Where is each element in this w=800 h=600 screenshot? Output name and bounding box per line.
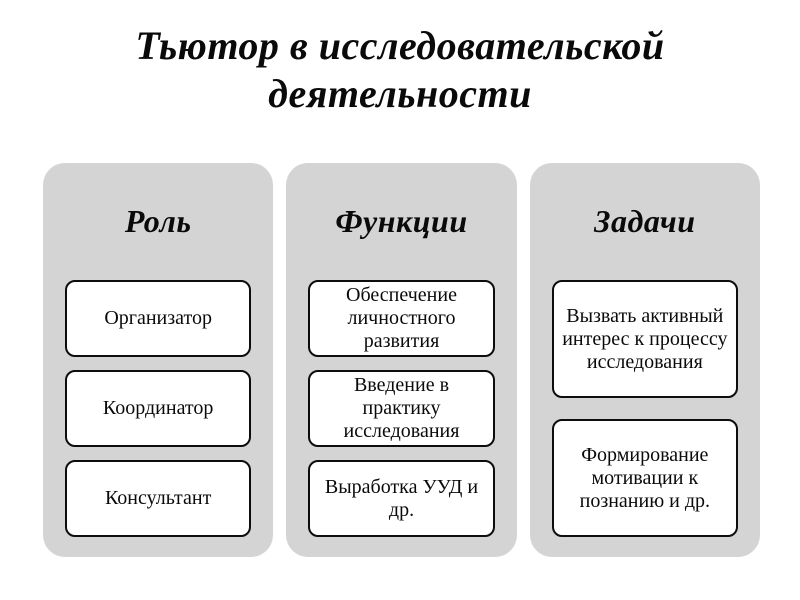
task-item-label: Формирование мотивации к познанию и др. [579, 443, 711, 512]
function-item-box: Введение в практику исследования [308, 370, 495, 447]
task-item-label: Вызвать активный интерес к процессу иссл… [562, 304, 728, 373]
panel-role: Роль Организатор Координатор Консультант [43, 163, 274, 557]
panel-role-boxes: Организатор Координатор Консультант [43, 280, 273, 537]
role-item-label: Консультант [104, 487, 212, 509]
panel-role-heading: Роль [124, 203, 192, 239]
function-item-label: Выработка УУД и др. [324, 475, 479, 521]
role-item-label: Организатор [104, 307, 212, 329]
panel-functions-heading: Функции [335, 203, 468, 239]
slide-title: Тьютор в исследовательской деятельности [135, 23, 665, 116]
function-item-label: Обеспечение личностного развития [346, 284, 457, 352]
function-item-box: Обеспечение личностного развития [308, 280, 495, 357]
columns-container: Роль Организатор Координатор Консультант… [43, 163, 760, 557]
panel-functions-boxes: Обеспечение личностного развития Введени… [286, 280, 516, 537]
panel-functions: Функции Обеспечение личностного развития… [286, 163, 517, 557]
function-item-label: Введение в практику исследования [343, 374, 460, 442]
role-item-box: Координатор [65, 370, 252, 447]
task-item-box: Формирование мотивации к познанию и др. [551, 419, 738, 537]
panel-tasks-heading: Задачи [594, 203, 696, 239]
function-item-box: Выработка УУД и др. [308, 460, 495, 537]
role-item-box: Организатор [65, 280, 252, 357]
panel-tasks-boxes: Вызвать активный интерес к процессу иссл… [530, 280, 760, 537]
panel-tasks: Задачи Вызвать активный интерес к процес… [529, 163, 760, 557]
role-item-box: Консультант [65, 460, 252, 537]
task-item-box: Вызвать активный интерес к процессу иссл… [551, 280, 738, 398]
role-item-label: Координатор [102, 397, 214, 419]
